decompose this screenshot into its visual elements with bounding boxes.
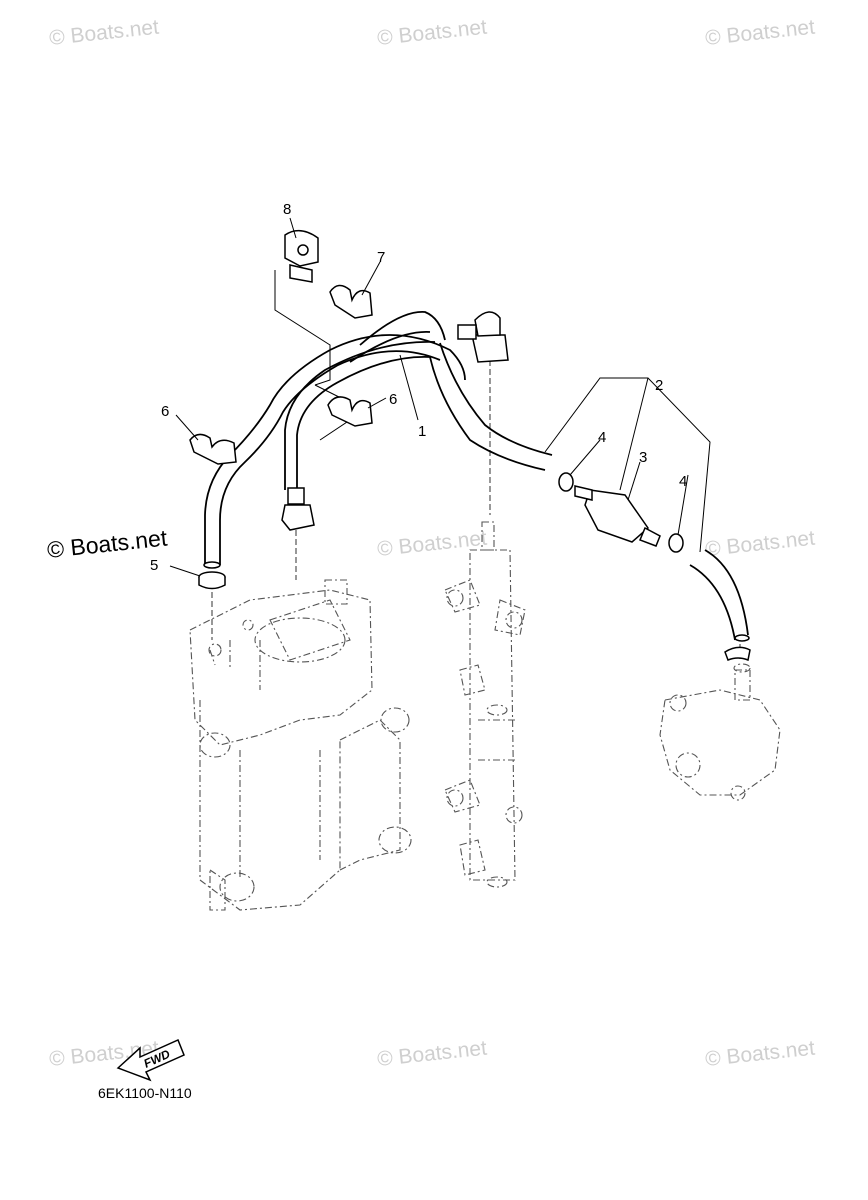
clip-6-left xyxy=(189,433,237,465)
watermark-top-left: © Boats.net xyxy=(48,16,160,50)
clamp-4-right xyxy=(668,533,684,553)
hose-connectors xyxy=(281,311,509,531)
fuel-hose-1 xyxy=(203,311,750,642)
fuel-rail-ghost xyxy=(444,521,526,888)
watermark-middle-center: © Boats.net xyxy=(376,527,488,561)
callout-7: 7 xyxy=(377,249,385,266)
callout-4-right: 4 xyxy=(679,473,687,490)
clamp-5 xyxy=(198,571,226,590)
callout-4-left: 4 xyxy=(598,429,606,446)
callout-6-right: 6 xyxy=(389,391,397,408)
callouts: 8 7 6 6 1 2 4 3 4 5 xyxy=(150,201,687,574)
callout-2: 2 xyxy=(655,377,663,394)
fuel-filter-housing-ghost xyxy=(189,579,412,911)
callout-5: 5 xyxy=(150,557,158,574)
clip-6-right xyxy=(327,396,373,427)
callout-6-left: 6 xyxy=(161,403,169,420)
callout-lines xyxy=(169,217,711,577)
watermarks: © Boats.net © Boats.net © Boats.net © Bo… xyxy=(46,16,816,1071)
clip-8 xyxy=(284,229,319,283)
watermark-bottom-center: © Boats.net xyxy=(376,1037,488,1071)
callout-3: 3 xyxy=(639,449,647,466)
fuel-filter-3 xyxy=(574,485,661,547)
clamp-4-left xyxy=(558,472,574,492)
clip-7 xyxy=(329,284,373,319)
retainer-ring xyxy=(724,646,751,662)
watermark-top-right: © Boats.net xyxy=(704,16,816,50)
watermark-middle-right: © Boats.net xyxy=(704,527,816,561)
callout-8: 8 xyxy=(283,201,291,218)
callout-1: 1 xyxy=(418,423,426,440)
watermark-top-center: © Boats.net xyxy=(376,16,488,50)
watermark-bottom-right: © Boats.net xyxy=(704,1037,816,1071)
diagram-code: 6EK1100-N110 xyxy=(98,1085,192,1101)
leader-lines xyxy=(211,270,741,660)
fuel-pump-ghost xyxy=(659,663,781,801)
